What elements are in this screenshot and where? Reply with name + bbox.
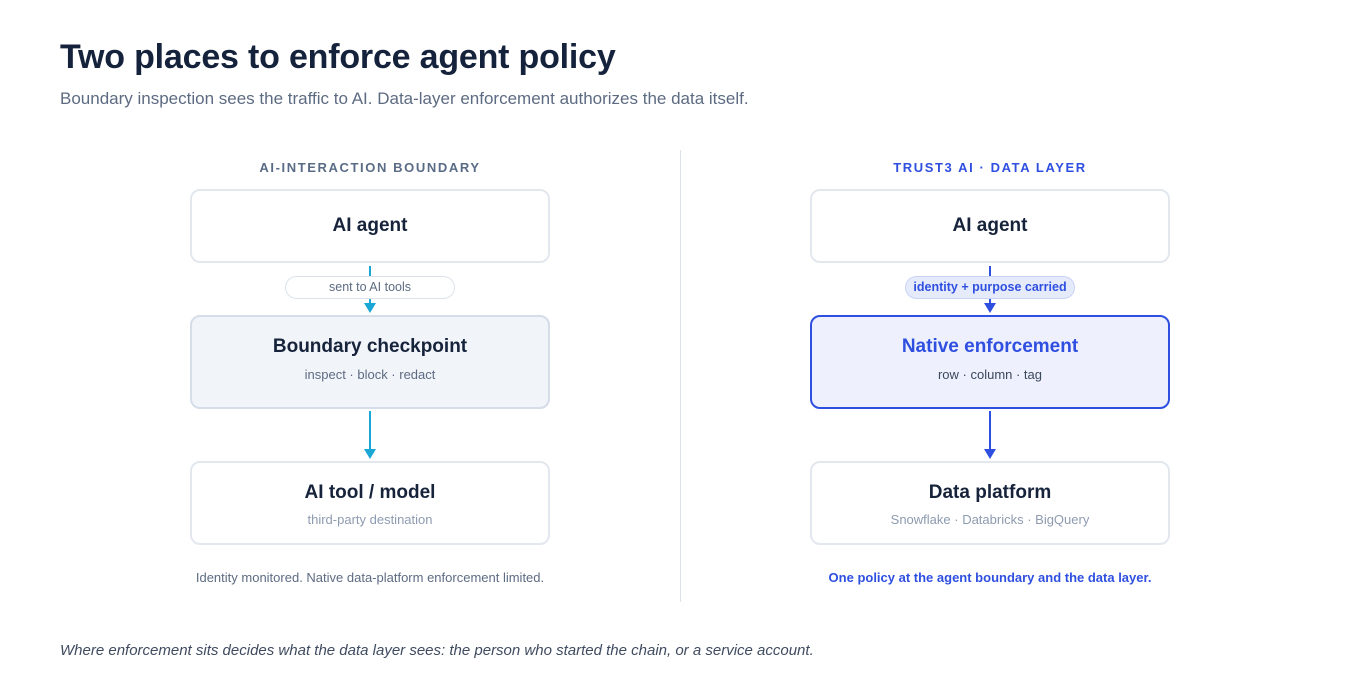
boundary-checkpoint-actions: inspect · block · redact xyxy=(304,367,436,382)
boundary-arrow-checkpoint-to-tool xyxy=(364,411,376,459)
data-layer-agent-box: AI agent xyxy=(810,189,1170,263)
native-enforcement-box: Native enforcement row · column · tag xyxy=(810,315,1170,409)
boundary-column: AI-INTERACTION BOUNDARY AI agent sent to… xyxy=(190,150,550,602)
ai-tool-box: AI tool / model third-party destination xyxy=(190,461,550,545)
data-layer-agent-title: AI agent xyxy=(952,215,1028,236)
footnote: Where enforcement sits decides what the … xyxy=(60,642,814,659)
native-enforcement-scopes: row · column · tag xyxy=(937,367,1043,382)
boundary-agent-box: AI agent xyxy=(190,189,550,263)
boundary-checkpoint-box: Boundary checkpoint inspect · block · re… xyxy=(190,315,550,409)
data-platform-box: Data platform Snowflake · Databricks · B… xyxy=(810,461,1170,545)
data-platform-subtitle: Snowflake · Databricks · BigQuery xyxy=(890,512,1090,527)
data-platform-title: Data platform xyxy=(928,482,1052,503)
native-enforcement-title: Native enforcement xyxy=(901,336,1079,357)
ai-tool-subtitle: third-party destination xyxy=(307,512,433,527)
data-layer-arrow-enforcement-to-platform xyxy=(984,411,996,459)
ai-tool-title: AI tool / model xyxy=(304,482,436,503)
data-layer-column: TRUST3 AI · DATA LAYER AI agent identity… xyxy=(810,150,1170,602)
boundary-agent-title: AI agent xyxy=(332,215,408,236)
data-layer-column-heading: TRUST3 AI · DATA LAYER xyxy=(893,160,1087,175)
data-layer-caption: One policy at the agent boundary and the… xyxy=(828,570,1152,585)
boundary-checkpoint-title: Boundary checkpoint xyxy=(272,336,468,357)
page-subtitle: Boundary inspection sees the traffic to … xyxy=(60,89,749,108)
boundary-connector-label: sent to AI tools xyxy=(285,276,455,299)
page-title: Two places to enforce agent policy xyxy=(60,38,616,76)
boundary-caption: Identity monitored. Native data-platform… xyxy=(195,570,545,585)
boundary-column-heading: AI-INTERACTION BOUNDARY xyxy=(259,160,481,175)
column-divider xyxy=(680,150,681,602)
data-layer-connector-label: identity + purpose carried xyxy=(905,276,1075,299)
